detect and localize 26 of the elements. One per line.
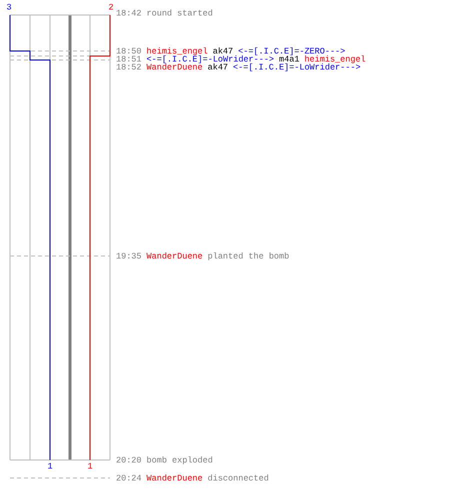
timestamp: 20:24 [116,474,142,484]
weapon-name: ak47 [212,48,234,56]
player-name: <-=[.I.C.E]=-LoWrider---> [233,64,361,72]
event-text: round started [146,10,213,18]
player-name: heimis_engel [146,48,208,56]
player-name: <-=[.I.C.E]=-LoWrider---> [146,56,274,64]
timestamp: 18:51 [116,56,142,64]
player-name: WanderDuene [146,474,203,484]
player-count: 1 [87,462,93,472]
event-text: disconnected [208,474,269,484]
timestamp: 20:20 [116,456,142,466]
player-name: WanderDuene [146,64,203,72]
player-count: 3 [6,4,12,12]
player-name: heimis_engel [304,56,366,64]
player-name: <-=[.I.C.E]=-ZERO---> [238,48,346,56]
weapon-name: ak47 [208,64,228,72]
event-text: planted the bomb [208,252,290,262]
event-text: bomb exploded [146,456,213,466]
timestamp: 18:52 [116,64,142,72]
timestamp: 19:35 [116,252,142,262]
player-name: WanderDuene [146,252,203,262]
timestamp: 18:50 [116,48,142,56]
weapon-name: m4a1 [279,56,300,64]
timestamp: 18:42 [116,10,142,18]
player-count: 1 [47,462,53,472]
player-count: 2 [108,4,114,12]
